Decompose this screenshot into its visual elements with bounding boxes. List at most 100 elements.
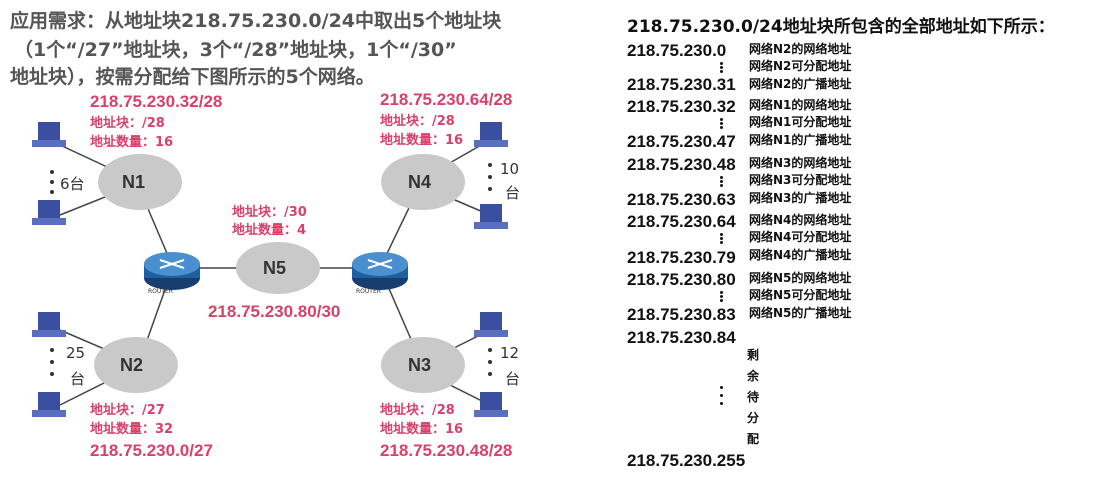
cloud-n2 <box>94 337 178 393</box>
ellipsis-dot <box>720 122 723 125</box>
address-value: 218.75.230.83 <box>627 305 736 324</box>
n5-label: N5 <box>263 258 287 278</box>
address-label: 网络N3可分配地址 <box>749 173 852 187</box>
n2-hosts-num: 25 <box>66 344 86 362</box>
n3-block: 地址块：/28 <box>380 403 455 418</box>
ellipsis-dot <box>720 386 723 389</box>
n4-label: N4 <box>408 172 432 192</box>
host-icon <box>474 122 508 147</box>
router-left <box>144 252 200 290</box>
address-value: 218.75.230.80 <box>627 270 736 289</box>
router-label: ROUTER <box>148 288 173 295</box>
network-diagram <box>32 122 508 417</box>
ellipsis-dot <box>720 176 723 179</box>
ellipsis-dot <box>720 62 723 65</box>
ellipsis-dot <box>720 295 723 298</box>
n1-prefix: 218.75.230.32/28 <box>90 92 223 111</box>
n4-prefix: 218.75.230.64/28 <box>380 90 513 109</box>
n2-count: 地址数量：32 <box>90 422 174 437</box>
address-label: 网络N2可分配地址 <box>749 59 852 73</box>
address-value: 218.75.230.48 <box>627 155 736 174</box>
ellipsis-dot <box>720 237 723 240</box>
ellipsis-dot <box>720 66 723 69</box>
cloud-shapes <box>94 154 465 393</box>
n4-hosts-unit: 台 <box>505 184 521 202</box>
cloud-n3 <box>381 337 465 393</box>
n5-count: 地址数量：4 <box>232 223 307 238</box>
remaining-char: 分 <box>747 411 760 425</box>
n3-hosts-unit: 台 <box>505 370 521 388</box>
ellipsis-dot <box>720 233 723 236</box>
address-label: 网络N4的广播地址 <box>749 248 852 262</box>
ellipsis-dot <box>720 126 723 129</box>
host-icon <box>474 204 508 229</box>
address-value: 218.75.230.63 <box>627 190 736 209</box>
cloud-n5 <box>236 242 320 294</box>
n1-label: N1 <box>122 172 146 192</box>
ellipsis-dot <box>720 241 723 244</box>
address-label: 网络N3的网络地址 <box>749 156 852 170</box>
n4-block: 地址块：/28 <box>380 114 455 129</box>
remaining-char: 待 <box>747 390 760 404</box>
host-icon <box>474 392 508 417</box>
cloud-n1 <box>98 154 182 210</box>
address-value: 218.75.230.0 <box>627 41 727 60</box>
n4-hosts-num: 10 <box>500 160 520 178</box>
address-label: 网络N2的广播地址 <box>749 77 852 91</box>
ellipsis-dot <box>720 180 723 183</box>
router-label: ROUTER <box>356 288 381 295</box>
question-line-2: （1个“/27”地址块，3个“/28”地址块，1个“/30” <box>14 39 457 61</box>
address-label: 网络N1的网络地址 <box>749 98 852 112</box>
n3-hosts-num: 12 <box>500 344 520 362</box>
ellipsis-dot <box>720 184 723 187</box>
ellipsis-dot <box>720 291 723 294</box>
address-label: 网络N3的广播地址 <box>749 191 852 205</box>
address-label: 网络N2的网络地址 <box>749 42 852 56</box>
host-icon <box>32 392 66 417</box>
n2-block: 地址块：/27 <box>90 403 165 418</box>
ellipsis-dot <box>720 70 723 73</box>
host-icon <box>32 122 66 147</box>
question-line-1: 应用需求：从地址块218.75.230.0/24中取出5个地址块 <box>10 10 502 32</box>
address-label: 网络N4的网络地址 <box>749 213 852 227</box>
host-icon <box>32 200 66 225</box>
address-label: 网络N5的广播地址 <box>749 306 852 320</box>
n3-count: 地址数量：16 <box>380 422 464 437</box>
n5-block: 地址块：/30 <box>232 205 307 220</box>
n4-count: 地址数量：16 <box>380 133 464 148</box>
n1-block: 地址块：/28 <box>90 116 165 131</box>
ellipsis-dot <box>720 299 723 302</box>
remaining-char: 余 <box>747 369 760 383</box>
address-label: 网络N1的广播地址 <box>749 133 852 147</box>
ellipsis-dot <box>720 402 723 405</box>
question-line-3: 地址块），按需分配给下图所示的5个网络。 <box>10 66 375 88</box>
n5-prefix: 218.75.230.80/30 <box>208 302 341 321</box>
n2-prefix: 218.75.230.0/27 <box>90 441 213 460</box>
remaining-char: 剩 <box>747 348 760 362</box>
address-label: 网络N5的网络地址 <box>749 271 852 285</box>
ellipsis-dot <box>720 394 723 397</box>
address-value: 218.75.230.32 <box>627 97 736 116</box>
address-label: 网络N1可分配地址 <box>749 115 852 129</box>
host-icons <box>32 122 508 417</box>
address-value: 218.75.230.47 <box>627 132 736 151</box>
address-value: 218.75.230.64 <box>627 212 736 231</box>
address-label: 网络N5可分配地址 <box>749 288 852 302</box>
cloud-n4 <box>381 154 465 210</box>
n2-label: N2 <box>120 355 144 375</box>
address-list-title: 218.75.230.0/24地址块所包含的全部地址如下所示： <box>627 17 1055 37</box>
n3-prefix: 218.75.230.48/28 <box>380 441 513 460</box>
router-right <box>352 252 408 290</box>
n1-hosts: 6台 <box>60 175 85 193</box>
n3-label: N3 <box>408 355 432 375</box>
n2-hosts-unit: 台 <box>70 370 86 388</box>
address-value: 218.75.230.31 <box>627 75 736 94</box>
host-icon <box>474 312 508 337</box>
remaining-char: 配 <box>747 432 760 446</box>
ellipsis-dot <box>720 118 723 121</box>
address-value: 218.75.230.255 <box>627 451 746 470</box>
address-label: 网络N4可分配地址 <box>749 230 852 244</box>
host-icon <box>32 312 66 337</box>
n1-count: 地址数量：16 <box>90 135 174 150</box>
address-value: 218.75.230.79 <box>627 248 736 267</box>
